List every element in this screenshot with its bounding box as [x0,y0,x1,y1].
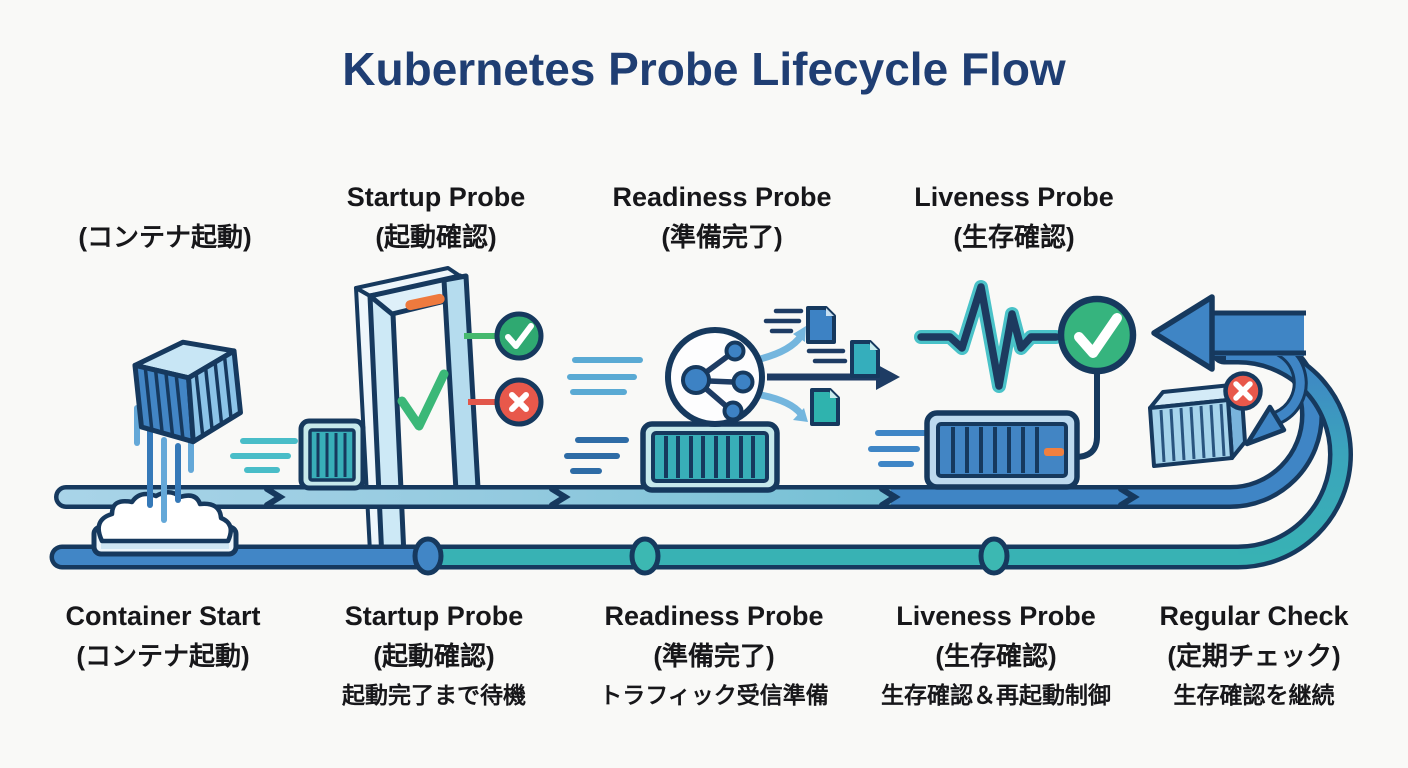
liveness-container-icon [924,410,1080,490]
stage-title: Container Start [65,601,261,631]
stage-title: Liveness Probe [914,182,1114,212]
timeline-nodes [412,536,1010,576]
speed-lines [564,357,643,474]
stage-subtitle: (生存確認) [935,641,1057,671]
lower-timeline [49,339,1353,570]
stage-note [65,678,260,712]
bottom-label-liveness-probe: Liveness Probe (生存確認) 生存確認＆再起動制御 [881,596,1111,712]
gate-check-icon [397,369,449,431]
gate-orange-light-icon [405,293,445,311]
stage-subtitle: (コンテナ起動) [76,641,250,671]
status-light [1044,448,1064,456]
stage-subtitle: (起動確認) [375,222,497,252]
stage-note: 起動完了まで待機 [342,682,526,708]
chevron-marks [264,486,1140,508]
success-badge-icon [494,311,544,361]
stage-title: Startup Probe [344,601,524,631]
speed-lines [868,430,927,467]
loop-arrow-icon [1151,294,1306,372]
restart-x-icon [1223,371,1263,411]
success-indicator [464,311,544,361]
document-icon [806,306,836,344]
speed-lines [230,438,298,473]
timeline-node [629,536,661,576]
liveness-check-icon [1057,295,1137,375]
bottom-label-regular-check: Regular Check (定期チェック) 生存確認を継続 [1159,596,1348,712]
stage-subtitle: (生存確認) [953,222,1075,252]
stage-subtitle: (準備完了) [661,222,783,252]
heartbeat-icon [914,280,1063,393]
stage-subtitle: (定期チェック) [1167,641,1341,671]
bottom-label-container-start: Container Start (コンテナ起動) [65,596,260,712]
falling-container-icon [132,339,243,445]
stage-title: Readiness Probe [604,601,824,631]
bottom-label-startup-probe: Startup Probe (起動確認) 起動完了まで待機 [342,596,526,712]
regular-check-container-icon [1148,382,1247,468]
stage-title [78,177,251,217]
top-label-startup-probe: Startup Probe (起動確認) [347,177,526,257]
share-network-icon [665,327,765,427]
stage-title: Regular Check [1159,601,1349,631]
bottom-label-readiness-probe: Readiness Probe (準備完了) トラフィック受信準備 [599,596,829,712]
document-icon [850,340,880,378]
page-title: Kubernetes Probe Lifecycle Flow [342,43,1066,95]
timeline-node [978,536,1010,576]
document-icon [810,388,840,426]
timeline-node [412,536,444,576]
stage-note: トラフィック受信準備 [599,682,829,708]
top-label-liveness-probe: Liveness Probe (生存確認) [914,177,1114,257]
stage-title: Readiness Probe [612,182,832,212]
readiness-container-icon [640,421,780,493]
startup-gate-icon [354,266,481,563]
traffic-arrow-icon [767,364,900,390]
stage-subtitle: (コンテナ起動) [78,222,252,252]
stage-title: Liveness Probe [896,601,1096,631]
top-label-container-start: (コンテナ起動) [78,177,251,257]
document-icons [763,306,880,426]
startup-container-icon [298,418,366,491]
failure-indicator [468,377,544,427]
stage-subtitle: (起動確認) [373,641,495,671]
stage-note: 生存確認＆再起動制御 [881,682,1111,708]
stage-note: 生存確認を継続 [1173,682,1335,708]
stage-title: Startup Probe [346,182,526,212]
stage-subtitle: (準備完了) [653,641,775,671]
top-label-readiness-probe: Readiness Probe (準備完了) [612,177,831,257]
